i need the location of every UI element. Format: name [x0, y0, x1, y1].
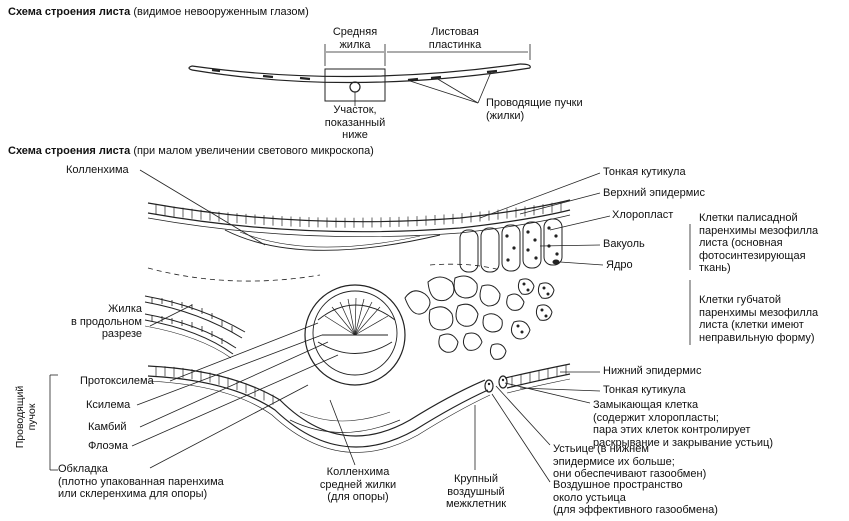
title-microscopic: Схема строения листа (при малом увеличен… — [8, 145, 374, 158]
label-vein-longitudinal: Жилка в продольном разрезе — [70, 303, 142, 340]
label-guard-cell: Замыкающая клетка (содержит хлоропласты;… — [593, 399, 773, 449]
label-vascular-bundles: Проводящие пучки (жилки) — [486, 97, 583, 122]
title-microscopic-bold: Схема строения листа — [8, 145, 131, 157]
title-macroscopic: Схема строения листа (видимое невооружен… — [8, 6, 309, 19]
label-thin-cuticle-bottom: Тонкая кутикула — [603, 384, 686, 396]
label-protoxylem: Протоксилема — [80, 375, 154, 387]
label-leaf-blade: Листовая пластинка — [428, 26, 482, 51]
label-nucleus: Ядро — [606, 259, 633, 271]
label-palisade-cells: Клетки палисадной паренхимы мезофилла ли… — [699, 212, 819, 274]
label-chloroplast: Хлоропласт — [612, 209, 674, 221]
label-midrib: Средняя жилка — [332, 26, 378, 51]
label-substomatal-space: Воздушное пространство около устьица (дл… — [553, 479, 718, 516]
title-microscopic-note: (при малом увеличении светового микроско… — [133, 145, 374, 157]
label-vacuole: Вакуоль — [603, 238, 645, 250]
label-phloem: Флоэма — [88, 440, 128, 452]
label-spongy-cells: Клетки губчатой паренхимы мезофилла лист… — [699, 294, 819, 344]
label-upper-epidermis: Верхний эпидермис — [603, 187, 705, 199]
label-section-shown: Участок, показанный ниже — [324, 104, 386, 141]
label-lower-epidermis: Нижний эпидермис — [603, 365, 702, 377]
label-thin-cuticle-top: Тонкая кутикула — [603, 166, 686, 178]
label-xylem: Ксилема — [86, 399, 131, 411]
label-large-air-space: Крупный воздушный межклетник — [445, 473, 507, 510]
label-cambium: Камбий — [88, 421, 127, 433]
macro-leaf-section — [188, 44, 531, 106]
leader-lines — [49, 169, 691, 483]
title-macroscopic-bold: Схема строения листа — [8, 6, 131, 18]
label-bundle-sheath: Обкладка (плотно упакованная паренхима и… — [58, 463, 224, 500]
title-macroscopic-note: (видимое невооруженным глазом) — [133, 6, 309, 18]
label-stomata: Устьице (в нижнем эпидермисе их больше; … — [553, 443, 707, 480]
micro-leaf-section — [144, 199, 571, 453]
label-midrib-collenchyma: Колленхима средней жилки (для опоры) — [319, 466, 397, 503]
label-collenchyma: Колленхима — [66, 164, 129, 176]
label-vascular-bundle-group: Проводящий пучок — [14, 385, 38, 449]
